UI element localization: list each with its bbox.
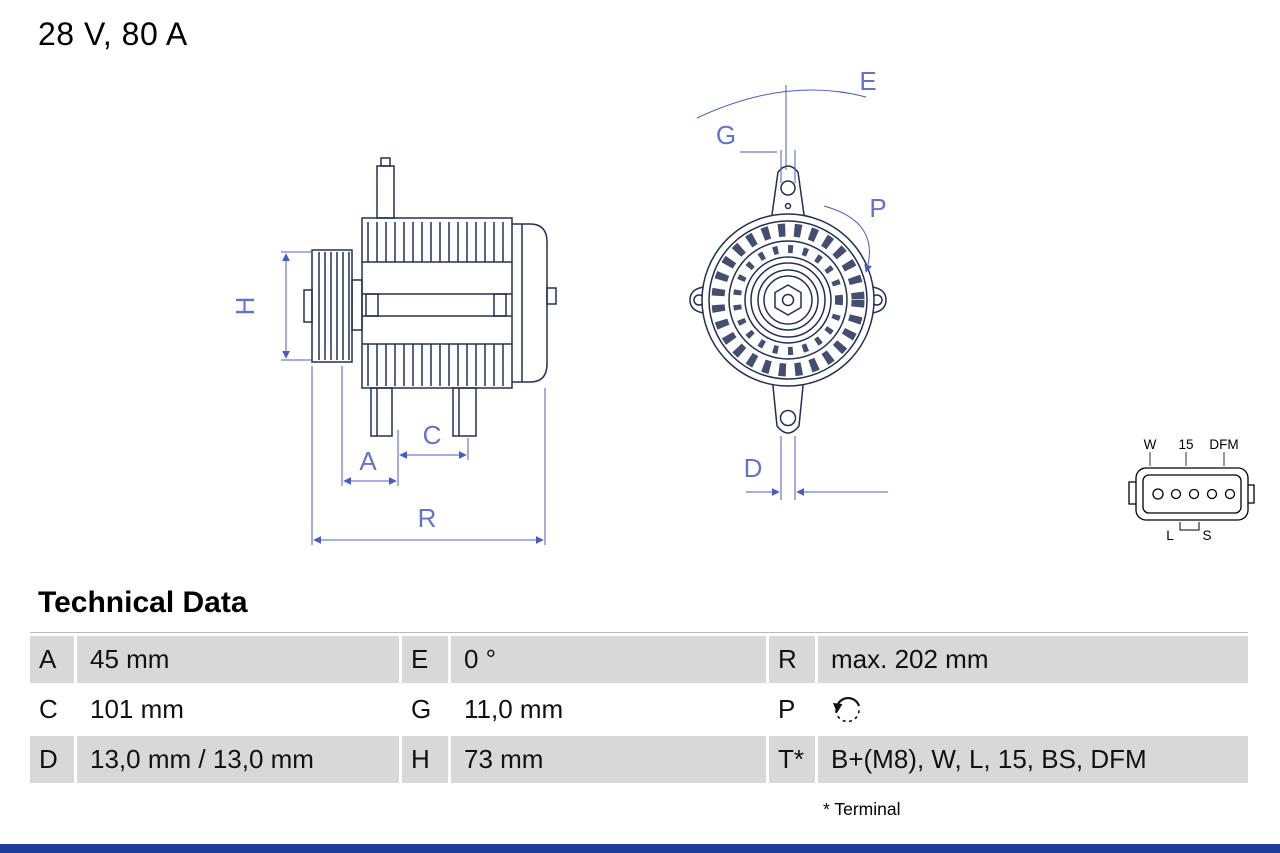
front-view-dimension-lines — [696, 85, 888, 500]
technical-data-section: Technical Data A 45 mm E 0 ° R max. 202 … — [30, 586, 1248, 820]
param-value-d: 13,0 mm / 13,0 mm — [77, 736, 399, 783]
param-value-e: 0 ° — [451, 636, 766, 683]
connector-label-w: W — [1144, 437, 1157, 452]
dimension-label-a: A — [359, 446, 377, 476]
dimension-label-h: H — [230, 297, 260, 316]
param-value-g: 11,0 mm — [451, 686, 766, 733]
param-key-r: R — [769, 636, 815, 683]
spec-title: 28 V, 80 A — [38, 16, 188, 52]
param-key-p: P — [769, 686, 815, 733]
brand-bottom-bar — [0, 844, 1280, 853]
param-value-a: 45 mm — [77, 636, 399, 683]
alternator-front-view — [689, 165, 887, 434]
param-value-p — [818, 686, 1248, 733]
connector-label-l: L — [1166, 528, 1174, 543]
dimension-label-p: P — [869, 193, 886, 223]
param-key-h: H — [402, 736, 448, 783]
connector-label-s: S — [1202, 528, 1211, 543]
connector-label-15: 15 — [1178, 437, 1193, 452]
param-value-r: max. 202 mm — [818, 636, 1248, 683]
terminal-footnote: * Terminal — [823, 799, 901, 819]
dimension-label-e: E — [859, 66, 876, 96]
alternator-side-view — [303, 157, 557, 437]
technical-data-heading: Technical Data — [38, 586, 248, 619]
dimension-label-d: D — [744, 453, 763, 483]
param-key-d: D — [30, 736, 74, 783]
param-key-g: G — [402, 686, 448, 733]
param-key-a: A — [30, 636, 74, 683]
dimension-label-c: C — [423, 420, 442, 450]
param-key-c: C — [30, 686, 74, 733]
side-view-dimension-lines — [281, 251, 546, 545]
dimension-label-r: R — [418, 503, 437, 533]
alternator-technical-drawing: H A C R — [230, 66, 1255, 545]
connector-label-dfm: DFM — [1209, 437, 1238, 452]
param-value-h: 73 mm — [451, 736, 766, 783]
param-key-t: T* — [769, 736, 815, 783]
technical-data-table: A 45 mm E 0 ° R max. 202 mm C 101 mm G 1… — [30, 632, 1248, 783]
terminal-connector-drawing — [1128, 452, 1255, 531]
dimension-label-g: G — [716, 120, 736, 150]
param-value-t: B+(M8), W, L, 15, BS, DFM — [818, 736, 1248, 783]
param-value-c: 101 mm — [77, 686, 399, 733]
param-key-e: E — [402, 636, 448, 683]
rotation-ccw-icon — [833, 696, 861, 722]
